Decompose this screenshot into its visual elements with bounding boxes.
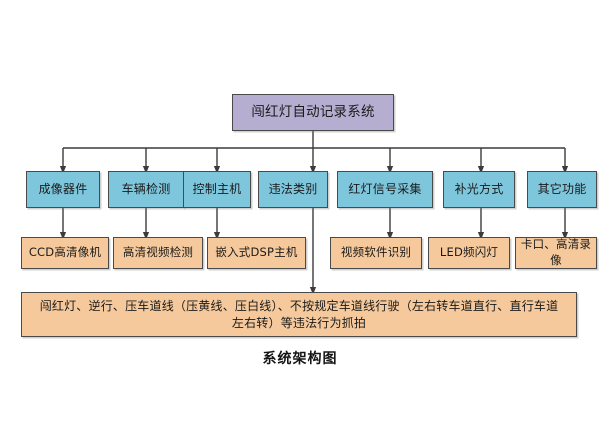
node-level2-hd-video-detect-label: 高清视频检测 (122, 245, 194, 260)
node-level1-other-functions-label: 其它功能 (537, 182, 587, 197)
node-level2-video-software-recognition-label: 视频软件识别 (340, 245, 412, 260)
node-level1-imaging[interactable]: 成像器件 (26, 171, 100, 208)
node-level1-fill-light[interactable]: 补光方式 (443, 171, 515, 208)
node-level2-ccd-camera-label: CCD高清像机 (28, 245, 102, 260)
node-level2-dsp-host-label: 嵌入式DSP主机 (215, 245, 298, 260)
node-footer-violations[interactable]: 闯红灯、逆行、压车道线（压黄线、压白线）、不按规定车道线行驶（左右转车道直行、直… (21, 292, 577, 337)
node-level2-led-strobe-lamp-label: LED频闪灯 (439, 245, 499, 260)
node-level1-imaging-label: 成像器件 (38, 182, 88, 197)
node-level1-violation-type[interactable]: 违法类别 (258, 171, 328, 208)
node-level1-violation-type-label: 违法类别 (268, 182, 318, 197)
node-root-label: 闯红灯自动记录系统 (251, 104, 375, 121)
node-root[interactable]: 闯红灯自动记录系统 (232, 94, 394, 131)
node-level1-vehicle-detect[interactable]: 车辆检测 (108, 171, 184, 208)
node-footer-violations-label: 闯红灯、逆行、压车道线（压黄线、压白线）、不按规定车道线行驶（左右转车道直行、直… (39, 299, 559, 330)
node-level2-checkpoint-hd-recording[interactable]: 卡口、高清录像 (515, 237, 597, 269)
node-level2-checkpoint-hd-recording-label: 卡口、高清录像 (520, 237, 592, 267)
node-level1-red-light-signal-label: 红灯信号采集 (348, 182, 422, 197)
node-level1-vehicle-detect-label: 车辆检测 (121, 182, 171, 197)
node-level2-ccd-camera[interactable]: CCD高清像机 (21, 237, 109, 269)
node-level2-hd-video-detect[interactable]: 高清视频检测 (113, 237, 203, 269)
diagram-caption: 系统架构图 (262, 351, 338, 367)
node-level1-red-light-signal[interactable]: 红灯信号采集 (337, 171, 433, 208)
node-level2-video-software-recognition[interactable]: 视频软件识别 (330, 237, 422, 269)
node-level1-other-functions[interactable]: 其它功能 (527, 171, 597, 208)
node-level1-control-host-label: 控制主机 (192, 182, 242, 197)
node-level2-dsp-host[interactable]: 嵌入式DSP主机 (207, 237, 306, 269)
node-level2-led-strobe-lamp[interactable]: LED频闪灯 (428, 237, 510, 269)
node-level1-control-host[interactable]: 控制主机 (183, 171, 251, 208)
node-level1-fill-light-label: 补光方式 (454, 182, 504, 197)
